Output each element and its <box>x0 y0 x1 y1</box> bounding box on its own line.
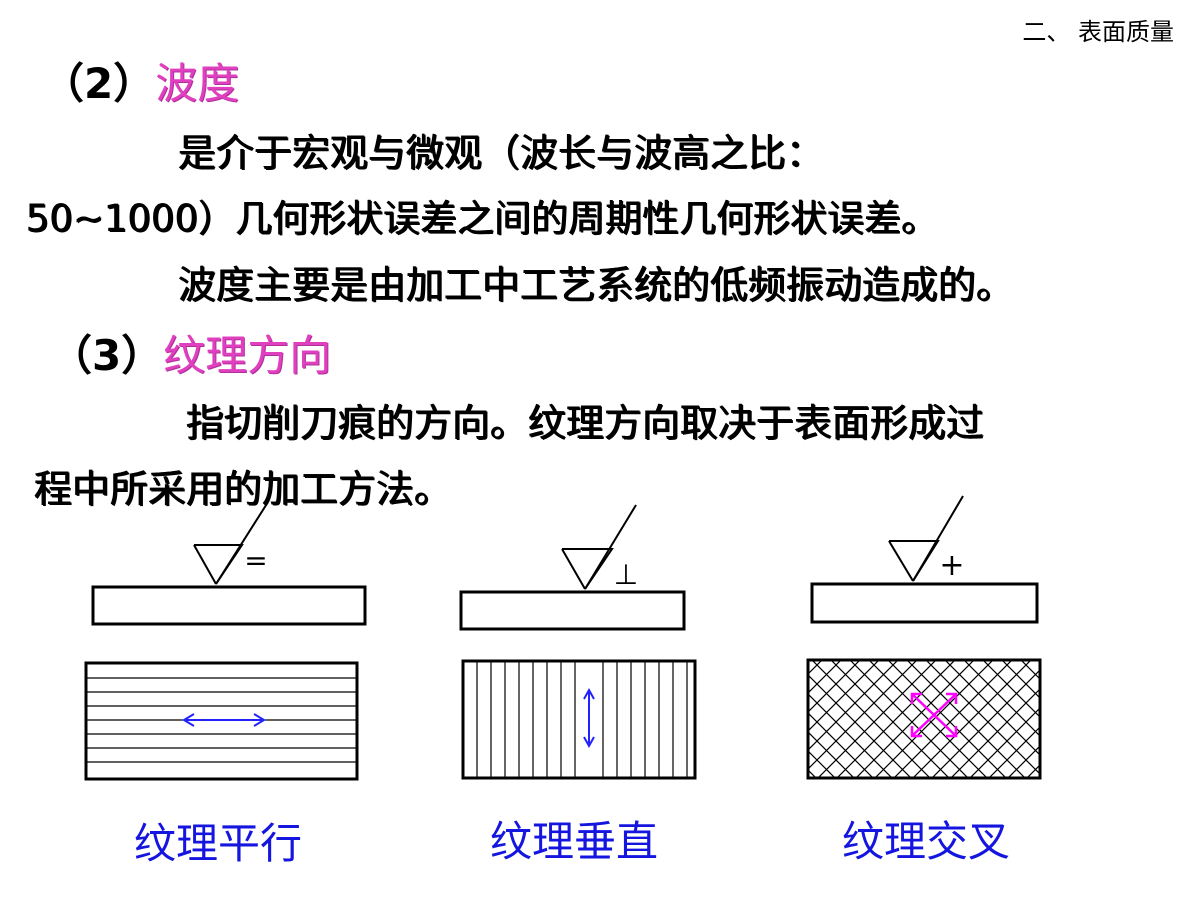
perpendicular-lines <box>476 661 688 778</box>
diagram-crossed: + <box>806 495 1042 780</box>
section-2-line-3: 波度主要是由加工中工艺系统的低频振动造成的。 <box>178 263 1015 307</box>
section-2-heading: （2）波度 <box>42 50 239 111</box>
double-arrow-vertical-icon <box>583 687 595 749</box>
section-2-line-1: 是介于宏观与微观（波长与波高之比： <box>178 131 825 175</box>
surface-texture-crossed <box>808 660 1040 778</box>
caption-perpendicular: 纹理垂直 <box>490 817 659 866</box>
section-3-line-2: 程中所采用的加工方法。 <box>34 467 453 511</box>
surface-texture-perpendicular <box>461 659 697 780</box>
lay-symbol-crossed: + <box>939 548 964 583</box>
diagram-perpendicular: ⊥ <box>459 504 697 780</box>
section-3-number: （3） <box>50 331 164 380</box>
section-2-number: （2） <box>42 59 156 108</box>
roughness-symbol-icon <box>561 504 637 590</box>
section-3-title: 纹理方向 <box>163 331 332 380</box>
roughness-symbol-icon <box>888 495 964 582</box>
section-3-heading: （3）纹理方向 <box>50 322 331 383</box>
crossed-arrows-icon <box>910 692 958 738</box>
section-2-line-2: 50~1000）几何形状误差之间的周期性几何形状误差。 <box>26 197 939 240</box>
caption-crossed: 纹理交叉 <box>842 817 1011 866</box>
caption-parallel: 纹理平行 <box>134 819 303 868</box>
part-side-view <box>459 590 686 631</box>
slide-header: 二、 表面质量 <box>1022 18 1174 46</box>
lay-symbol-perpendicular: ⊥ <box>614 558 638 591</box>
part-side-view <box>810 582 1039 624</box>
lay-symbol-parallel: = <box>244 544 267 577</box>
diagram-parallel: = <box>84 501 367 781</box>
section-2-title: 波度 <box>155 59 240 108</box>
roughness-symbol-icon <box>193 501 269 585</box>
part-side-view <box>91 585 367 626</box>
double-arrow-horizontal-icon <box>182 713 266 727</box>
section-3-line-1: 指切削刀痕的方向。纹理方向取决于表面形成过 <box>186 401 985 445</box>
